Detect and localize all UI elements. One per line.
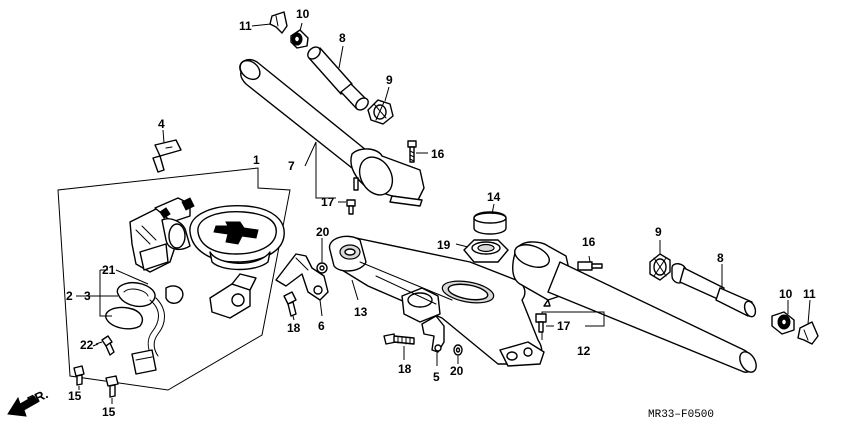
callout-9b: 9 [655,225,662,239]
part-10-bushing-lower [771,311,795,335]
part-16-bolt-upper [407,140,417,163]
callout-14: 14 [487,190,501,204]
callout-15a: 15 [68,389,82,403]
part-ignition-switch [129,197,195,273]
part-8-weight-lower [671,263,757,318]
leader-13 [351,279,359,301]
part-4-key [152,139,182,173]
leader-19 [455,243,469,248]
leader-16b [588,255,591,263]
group-1-outline [57,167,291,391]
part-18-bolt-a [283,291,297,317]
part-11-clip-lower [797,321,819,345]
callout-18b: 18 [398,362,412,376]
part-15-bolt-b [105,375,119,398]
callout-20b: 20 [450,364,464,378]
leader-10a [299,22,303,32]
callout-18a: 18 [287,321,301,335]
callout-12: 12 [577,344,591,358]
part-11-clip-upper [269,11,288,34]
leader-9a [384,86,390,102]
callout-5: 5 [433,370,440,384]
callout-3: 3 [84,289,91,303]
leader-21 [115,269,149,285]
callout-11a: 11 [239,19,252,33]
callout-1: 1 [253,153,260,167]
part-5-bracket [421,315,445,353]
leader-6 [319,299,323,317]
callout-10a: 10 [296,7,310,21]
part-10-bushing-upper [290,29,309,49]
callout-17a: 17 [321,195,335,209]
part-22-screw [101,335,115,356]
callout-8b: 8 [717,251,724,265]
callout-7: 7 [288,159,295,173]
callout-13: 13 [354,305,368,319]
leader-11b [807,299,811,325]
callout-10b: 10 [779,287,793,301]
leader-14 [491,203,495,215]
part-18-bolt-b [383,333,415,345]
part-6-bracket [275,253,329,301]
part-12-right-handlebar [512,241,757,373]
part-17-screw-lower [535,313,547,333]
leader-22 [95,341,103,345]
leader-18a [292,315,295,321]
part-8-weight-upper [307,46,369,111]
callout-2: 2 [66,289,73,303]
part-9-nut-upper [367,99,394,125]
callout-19: 19 [437,238,451,252]
callout-16a: 16 [431,147,445,161]
callout-21: 21 [102,263,116,277]
callout-6: 6 [318,319,325,333]
part-15-bolt-a [73,365,85,386]
part-9-nut-lower [649,253,671,281]
part-16-bolt-lower [577,261,603,271]
callout-4: 4 [158,117,165,131]
part-7-left-handlebar [239,58,425,207]
leader-22-stub [92,343,99,347]
front-direction-label: FR. [25,386,50,408]
callout-17b: 17 [557,319,571,333]
drawing-code: MR33–F0500 [648,409,714,421]
callout-8a: 8 [339,31,346,45]
part-ignition-cover [189,205,285,271]
leader-4 [162,129,165,144]
part-19-nut [463,239,509,263]
front-direction-arrow: FR. [7,386,50,417]
part-14-cap [473,211,507,235]
callout-9a: 9 [386,73,393,87]
leader-2-3 [82,269,118,317]
part-ignition-wiring [105,282,184,375]
part-20-washer-b [453,344,463,356]
part-ignition-bracket [209,273,257,319]
leader-7-bracket [304,141,336,199]
callout-16b: 16 [582,235,596,249]
callout-20a: 20 [316,225,330,239]
part-13-top-bridge [328,235,545,367]
part-17-screw-upper [346,199,356,215]
callout-22: 22 [80,338,94,352]
callout-15b: 15 [102,405,116,419]
leader-8a [338,45,344,69]
callout-11b: 11 [803,287,816,301]
part-20-washer-a [316,262,328,274]
leader-11a [251,23,272,27]
